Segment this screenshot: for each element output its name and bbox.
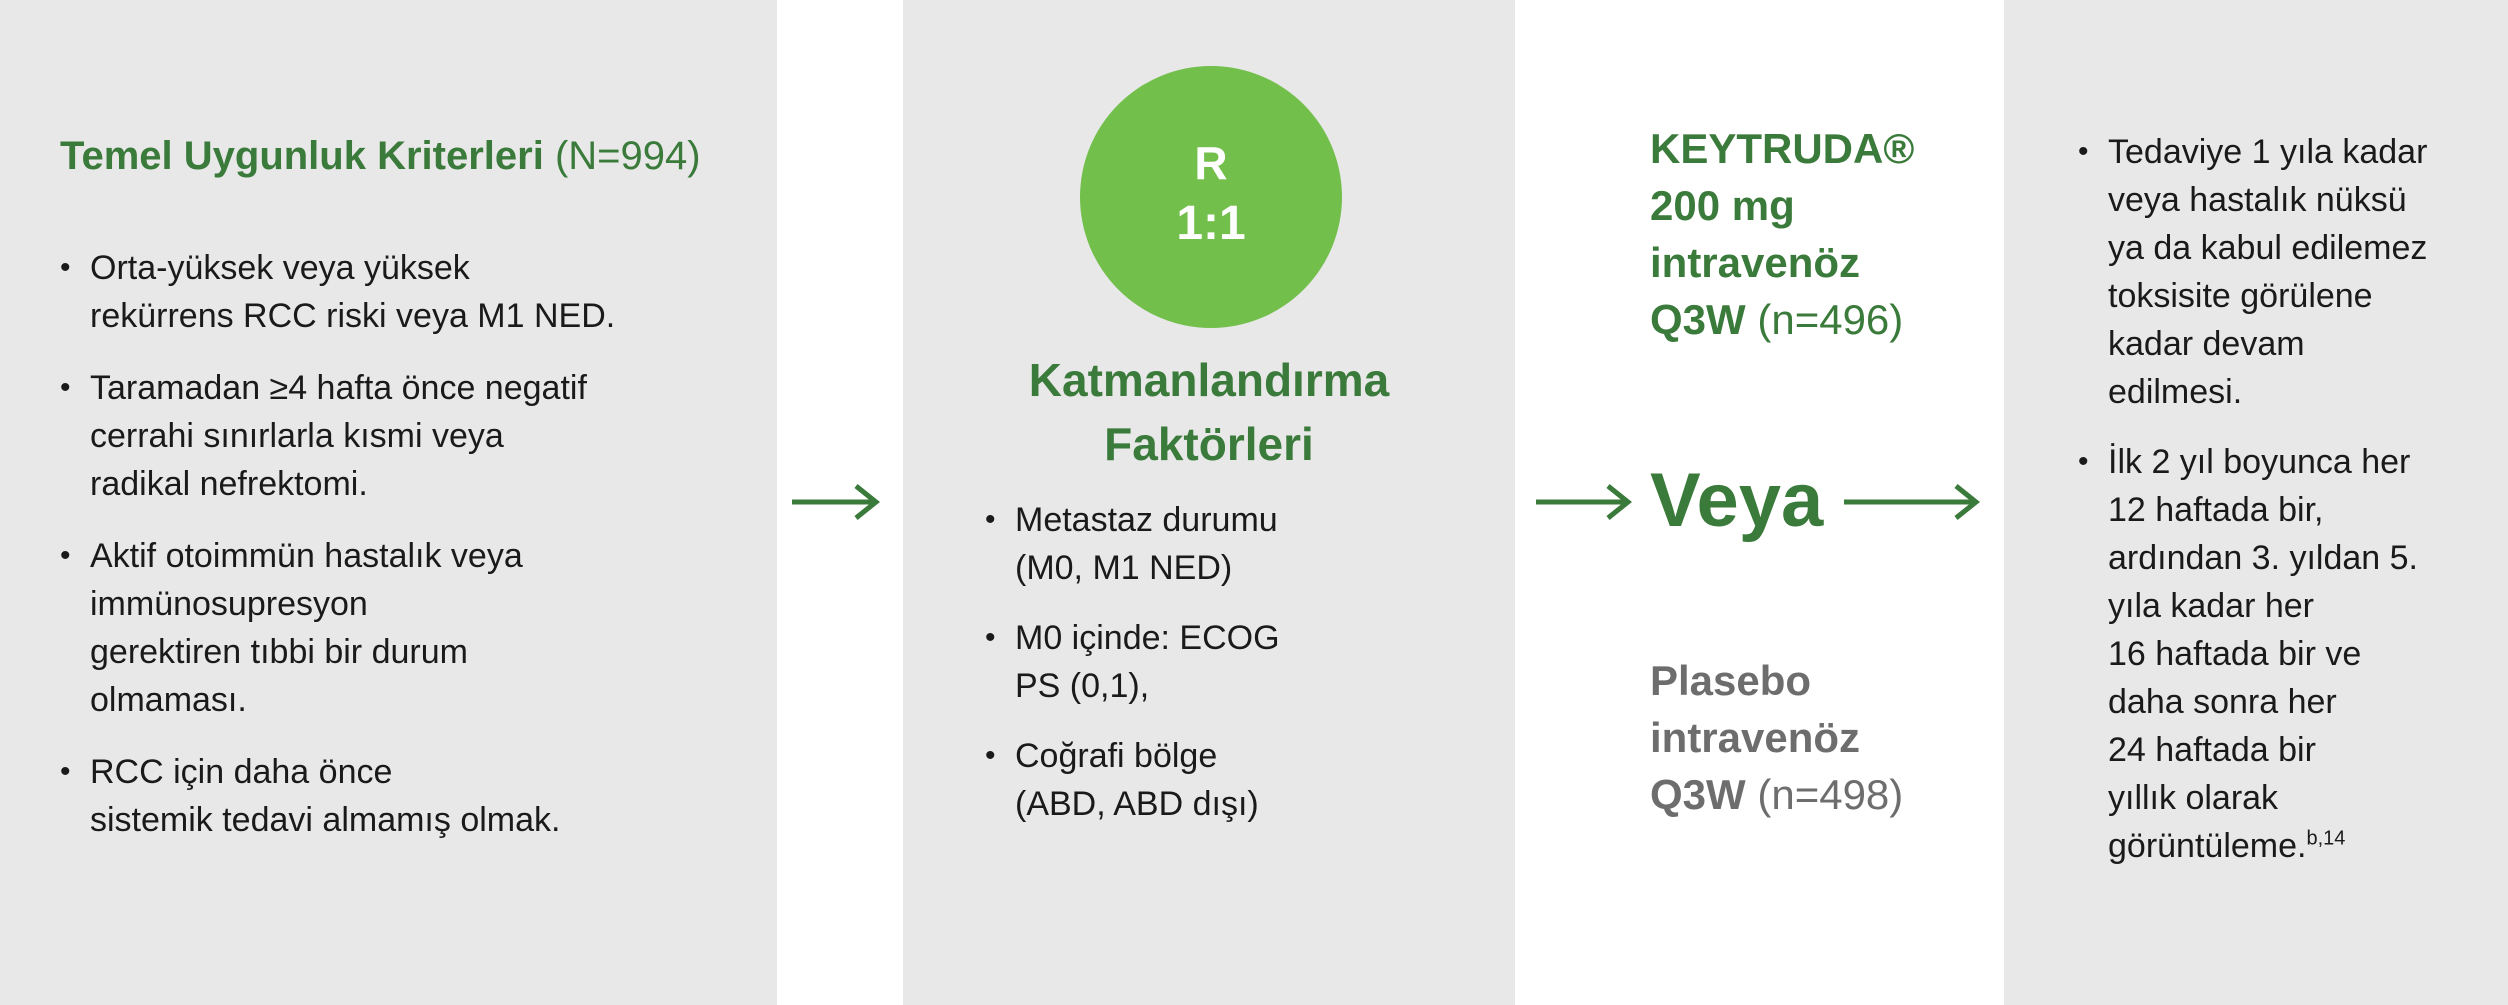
stratification-title-line2: Faktörleri: [1104, 418, 1314, 470]
eligibility-item: Orta-yüksek veya yüksek rekürrens RCC ris…: [60, 244, 760, 340]
keytruda-frequency: Q3W: [1650, 296, 1746, 343]
eligibility-item-line: cerrahi sınırlarla kısmi veya: [90, 417, 504, 455]
placebo-schedule: Q3W (n=498): [1650, 766, 1903, 823]
followup-item-line: ardından 3. yıldan 5.: [2108, 539, 2419, 577]
eligibility-item-line: sistemik tedavi almamış olmak.: [90, 801, 561, 839]
stratification-item: M0 içinde: ECOG PS (0,1),: [985, 614, 1405, 710]
followup-list: Tedaviye 1 yıla kadar veya hastalık nüksü…: [2078, 128, 2498, 892]
stratification-item-line: Coğrafi bölge: [1015, 737, 1218, 775]
eligibility-title: Temel Uygunluk Kriterleri (N=994): [60, 128, 701, 184]
stratification-item: Coğrafi bölge (ABD, ABD dışı): [985, 732, 1405, 828]
keytruda-arm: KEYTRUDA® 200 mg intravenöz Q3W (n=496): [1650, 120, 1914, 348]
eligibility-item: Taramadan ≥4 hafta önce negatif cerrahi s…: [60, 364, 760, 508]
eligibility-item: RCC için daha önce sistemik tedavi almamı…: [60, 748, 760, 844]
eligibility-item: Aktif otoimmün hastalık veya immünosupres…: [60, 532, 760, 724]
keytruda-schedule: Q3W (n=496): [1650, 291, 1914, 348]
stratification-list: Metastaz durumu (M0, M1 NED) M0 içinde: EC…: [985, 496, 1405, 850]
stratification-title-line1: Katmanlandırma: [1028, 354, 1390, 406]
followup-item-line: Tedaviye 1 yıla kadar: [2108, 133, 2428, 171]
arrow-right-icon: [1842, 482, 1982, 522]
followup-item-line: toksisite görülene: [2108, 277, 2373, 315]
or-label: Veya: [1650, 458, 1824, 543]
followup-item-line: veya hastalık nüksü: [2108, 181, 2407, 219]
eligibility-item-line: immünosupresyon: [90, 585, 368, 623]
stratification-item-line: PS (0,1),: [1015, 667, 1150, 705]
keytruda-dose: 200 mg: [1650, 182, 1795, 229]
placebo-arm: Plasebo intravenöz Q3W (n=498): [1650, 652, 1903, 823]
followup-item-line: kadar devam: [2108, 325, 2305, 363]
placebo-n: (n=498): [1757, 771, 1904, 818]
followup-item-line: daha sonra her: [2108, 683, 2337, 721]
randomization-ratio: 1:1: [1176, 197, 1246, 250]
followup-item-line: görüntüleme.: [2108, 827, 2307, 865]
arrow-right-icon: [1534, 482, 1634, 522]
followup-item-line: 12 haftada bir,: [2108, 491, 2324, 529]
eligibility-item-line: RCC için daha önce: [90, 753, 393, 791]
eligibility-item-line: Orta-yüksek veya yüksek: [90, 249, 470, 287]
stratification-item-line: M0 içinde: ECOG: [1015, 619, 1280, 657]
eligibility-title-text: Temel Uygunluk Kriterleri: [60, 134, 544, 178]
stratification-item-line: (ABD, ABD dışı): [1015, 785, 1259, 823]
followup-item-line: edilmesi.: [2108, 373, 2243, 411]
randomization-letter: R: [1194, 137, 1228, 189]
eligibility-item-line: olmaması.: [90, 681, 247, 719]
followup-item-line: yıllık olarak: [2108, 779, 2279, 817]
eligibility-item-line: Taramadan ≥4 hafta önce negatif: [90, 369, 587, 407]
footnote-reference: b,14: [2306, 827, 2346, 850]
keytruda-name: KEYTRUDA®: [1650, 125, 1915, 172]
followup-item: Tedaviye 1 yıla kadar veya hastalık nüksü…: [2078, 128, 2498, 416]
eligibility-item-line: gerektiren tıbbi bir durum: [90, 633, 468, 671]
keytruda-route: intravenöz: [1650, 239, 1861, 286]
stratification-title: Katmanlandırma Faktörleri: [903, 348, 1515, 476]
followup-item-line: 16 haftada bir ve: [2108, 635, 2362, 673]
randomization-circle: R 1:1: [1080, 66, 1342, 328]
arrow-right-icon: [790, 482, 882, 522]
eligibility-list: Orta-yüksek veya yüksek rekürrens RCC ris…: [60, 244, 760, 868]
stratification-item-line: (M0, M1 NED): [1015, 549, 1233, 587]
followup-item-line: yıla kadar her: [2108, 587, 2314, 625]
followup-item: İlk 2 yıl boyunca her 12 haftada bir, ardı…: [2078, 438, 2498, 870]
eligibility-item-line: Aktif otoimmün hastalık veya: [90, 537, 523, 575]
keytruda-n: (n=496): [1757, 296, 1904, 343]
stratification-item-line: Metastaz durumu: [1015, 501, 1278, 539]
eligibility-item-line: rekürrens RCC riski veya M1 NED.: [90, 297, 616, 335]
followup-item-line-wrap: görüntüleme.b,14: [2108, 822, 2498, 870]
followup-item-line: 24 haftada bir: [2108, 731, 2316, 769]
followup-item-line: İlk 2 yıl boyunca her: [2108, 443, 2411, 481]
eligibility-item-line: radikal nefrektomi.: [90, 465, 368, 503]
placebo-name: Plasebo: [1650, 657, 1812, 704]
followup-item-line: ya da kabul edilemez: [2108, 229, 2428, 267]
placebo-frequency: Q3W: [1650, 771, 1746, 818]
stratification-item: Metastaz durumu (M0, M1 NED): [985, 496, 1405, 592]
eligibility-n: (N=994): [554, 134, 701, 178]
placebo-route: intravenöz: [1650, 714, 1861, 761]
